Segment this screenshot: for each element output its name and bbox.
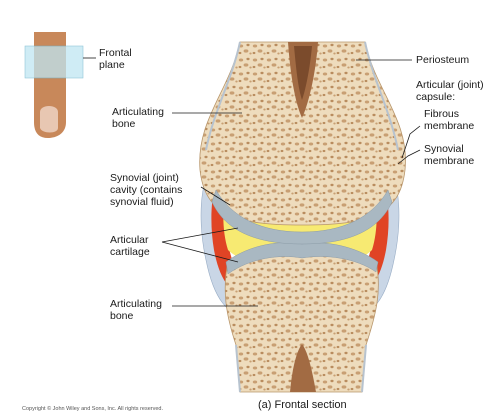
periosteum-left [205, 41, 241, 151]
label-periosteum: Periosteum [416, 54, 470, 66]
periosteum-right [364, 41, 399, 151]
bottom-marrow-cavity [290, 344, 316, 392]
frontal-plane [24, 45, 84, 79]
leader-lines [161, 59, 421, 307]
copyright: Copyright © John Wiley and Sons, Inc. Al… [22, 406, 164, 412]
caption: (a) Frontal section [258, 399, 347, 411]
label-articular-capsule: Articular (joint)capsule: [416, 79, 484, 103]
top-bone [199, 41, 406, 226]
finger-illustration [24, 32, 96, 138]
top-cartilage [211, 189, 393, 245]
